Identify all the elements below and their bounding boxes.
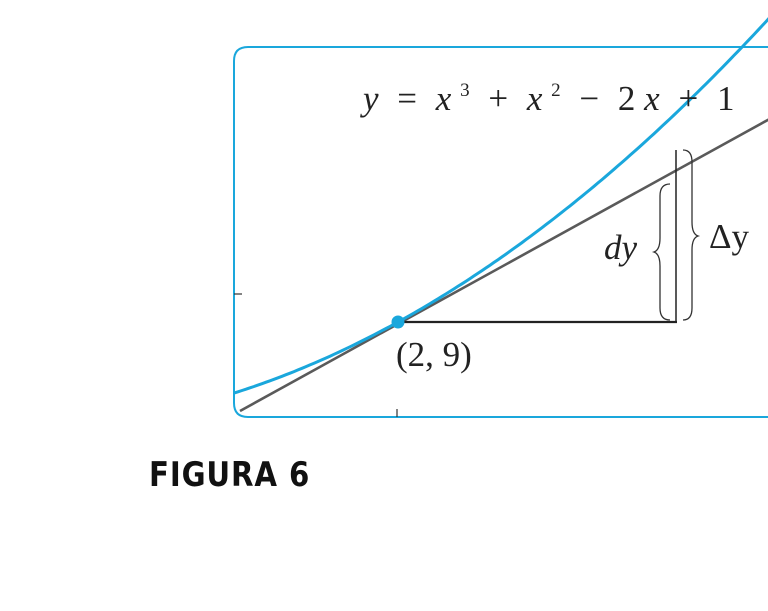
point-label: (2, 9) [396,335,472,374]
delta-y-brace [682,149,701,321]
figure-caption: FIGURA 6 [149,455,311,495]
curve-equation: y = x 3 + x 2 − 2 x + 1 [360,65,734,118]
dy-brace [651,183,671,321]
delta-y-label: Δy [709,217,750,256]
point-marker [391,315,405,329]
curve [233,17,768,395]
tangent-line [239,118,768,413]
dy-label: dy [604,228,638,267]
frame [233,46,768,418]
